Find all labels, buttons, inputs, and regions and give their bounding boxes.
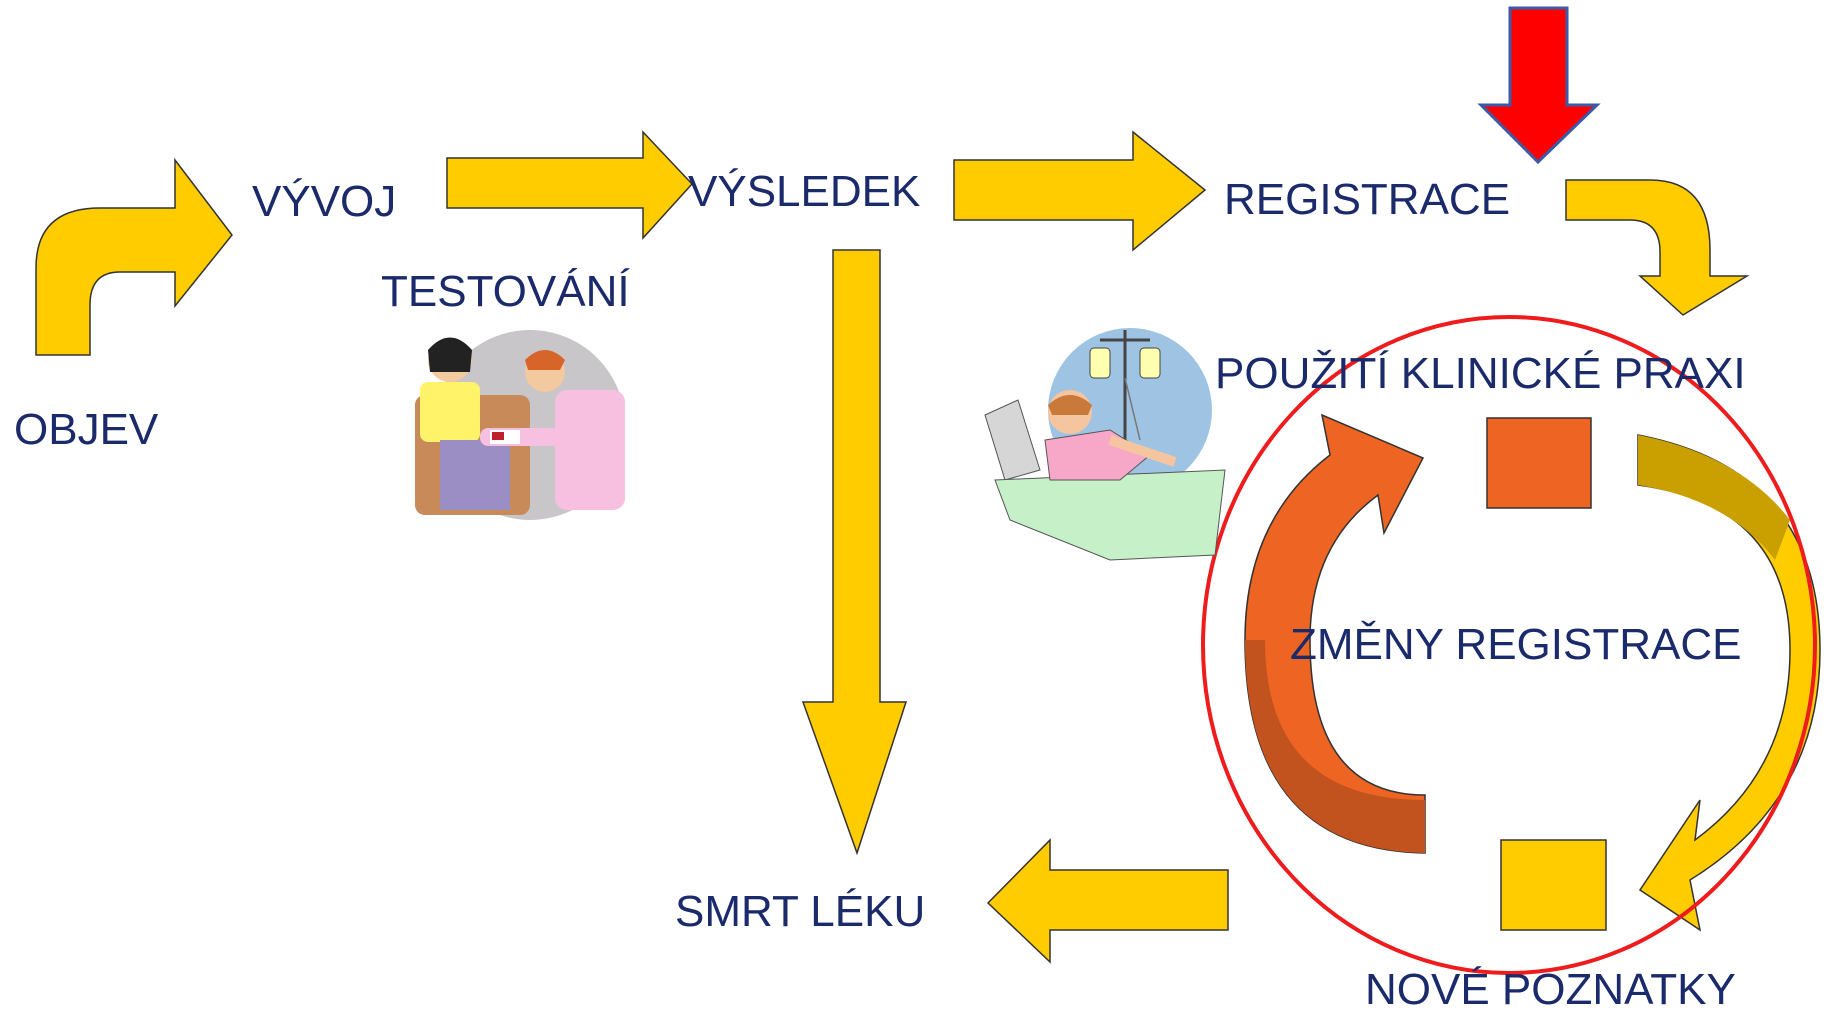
objev-label: OBJEV (14, 405, 159, 454)
vysledek-label: VÝSLEDEK (688, 167, 921, 216)
patient-illustration (984, 328, 1226, 561)
vyvoj-label: VÝVOJ (252, 177, 397, 226)
nove-poznatky-label: NOVÉ POZNATKY (1365, 965, 1736, 1014)
vysledek-to-registrace-arrow (953, 130, 1207, 252)
cycle-circle (1201, 315, 1817, 975)
testovani-label: TESTOVÁNÍ (381, 267, 630, 316)
registrace-label: REGISTRACE (1224, 175, 1511, 224)
cycle-right-arc-top (1638, 435, 1790, 560)
cycle-to-smrt-arrow (986, 838, 1229, 964)
testing-illustration (415, 330, 625, 520)
cycle-left-arc-shadow (1245, 640, 1425, 853)
praxe-square (1486, 417, 1592, 509)
zmeny-label: ZMĚNY REGISTRACE (1290, 620, 1742, 669)
smrt-leku-label: SMRT LÉKU (675, 887, 926, 936)
pouziti-label: POUŽITÍ KLINICKÉ PRAXI (1215, 349, 1746, 398)
poznatky-square (1500, 839, 1607, 931)
registrace-to-praxe-arrow (1565, 179, 1750, 316)
objev-to-vyvoj-arrow (35, 157, 233, 356)
vysledek-to-smrt-arrow (801, 249, 908, 856)
vyvoj-to-vysledek-arrow (446, 130, 694, 240)
registrace-highlight-arrow (1477, 6, 1601, 165)
